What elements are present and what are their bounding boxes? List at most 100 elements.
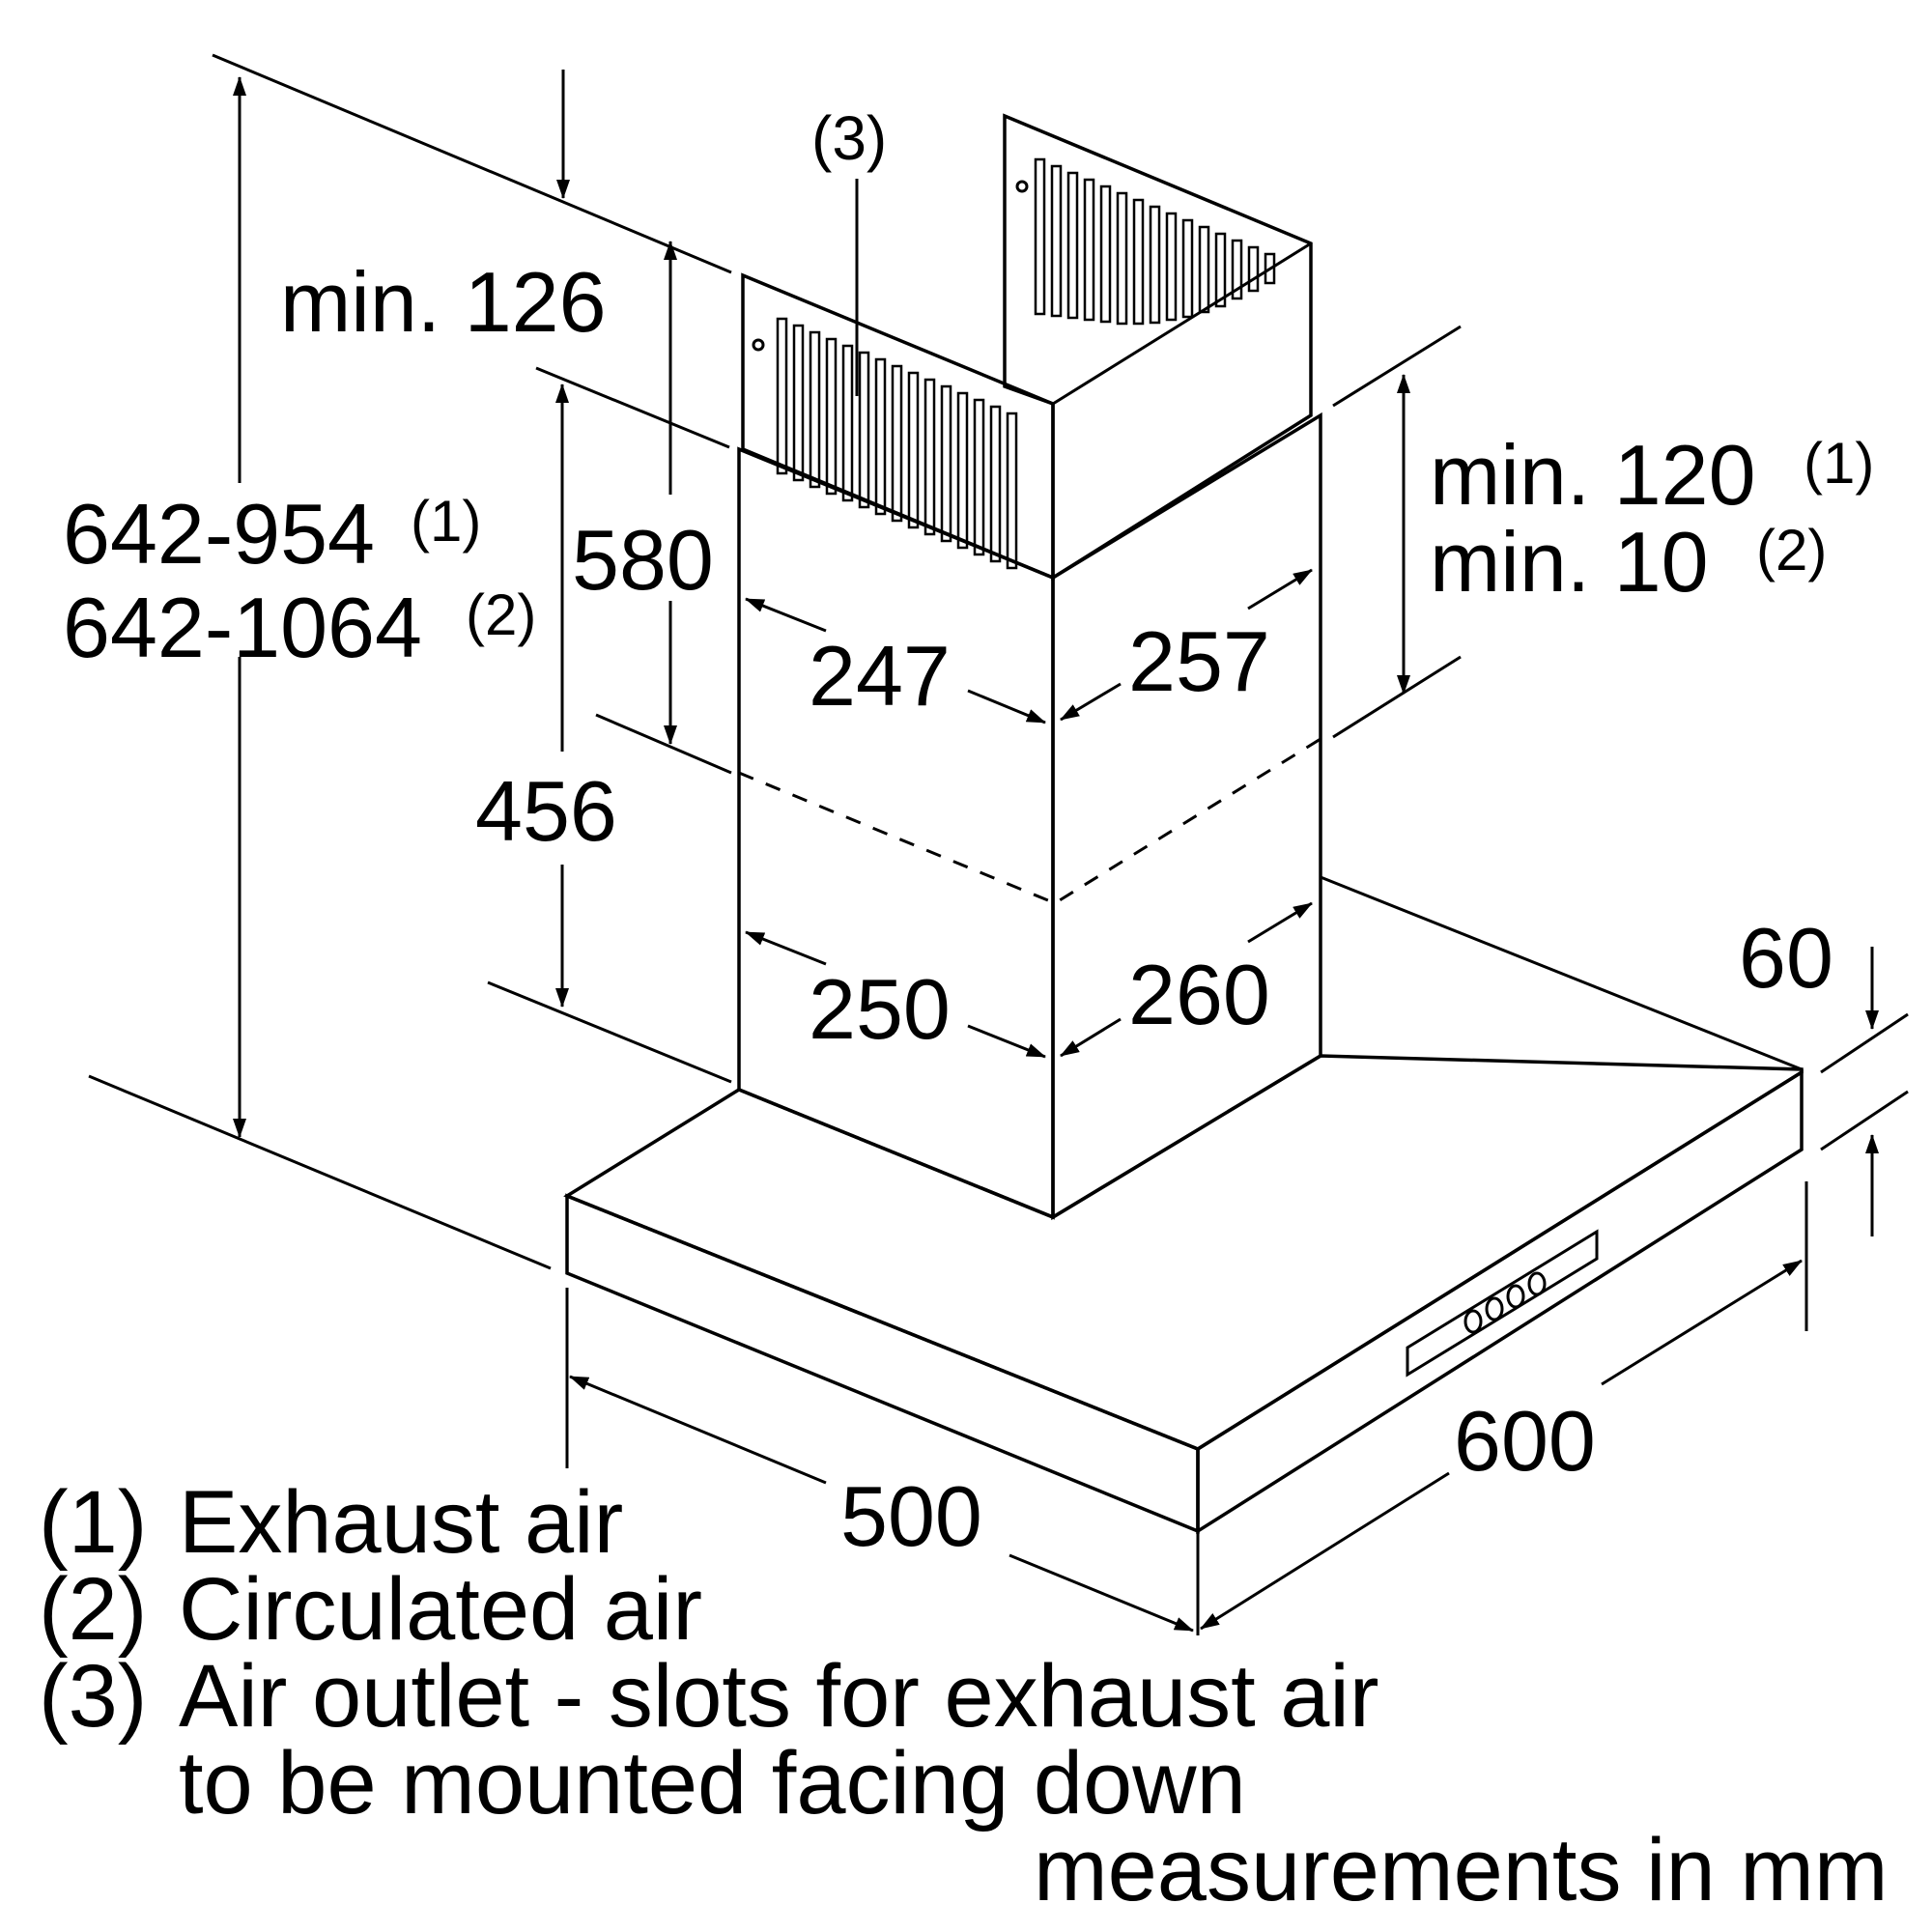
control-buttons: [1463, 1271, 1547, 1334]
label-60: 60: [1739, 910, 1833, 1006]
vent-slot: [1231, 239, 1243, 300]
vent-slot: [841, 344, 854, 502]
vent-slot: [923, 378, 936, 536]
vent-slot: [956, 391, 969, 550]
label-260: 260: [1128, 947, 1270, 1042]
legend-text-1: Exhaust air: [179, 1473, 623, 1572]
right-bottom-ext-line: [1332, 655, 1462, 739]
d250-arrow-right: [967, 1024, 1046, 1059]
vent-slot: [1264, 252, 1276, 285]
legend-text-3: Air outlet - slots for exhaust air: [179, 1647, 1379, 1746]
label-min-120: min. 120: [1430, 427, 1756, 523]
vent-slot: [1050, 164, 1063, 318]
control-button-3: [1506, 1284, 1525, 1309]
d500-arrow-right: [1009, 1553, 1194, 1633]
vent-slot: [1247, 245, 1260, 293]
upper-chimney-top-edge: [1052, 242, 1312, 406]
control-button-4: [1527, 1271, 1547, 1296]
label-247: 247: [809, 628, 951, 724]
vent-slot: [792, 324, 805, 482]
label-min-126: min. 126: [280, 254, 607, 350]
vent-slot: [825, 337, 838, 496]
control-panel: [1406, 1229, 1599, 1378]
label-total-height-2-note: (2): [466, 582, 536, 647]
label-total-height-2: 642-1064: [63, 580, 422, 675]
label-600: 600: [1454, 1393, 1596, 1489]
vent-slot: [989, 405, 1002, 563]
vent-slots-rear: [1015, 157, 1276, 326]
label-callout-3: (3): [811, 103, 887, 173]
label-min-10: min. 10: [1430, 514, 1709, 610]
control-button-2: [1485, 1296, 1504, 1321]
canopy-top-ext-line: [1820, 1012, 1909, 1074]
vent-slot: [858, 351, 870, 509]
vent-slot: [973, 398, 985, 556]
right-top-ext-line: [1332, 325, 1462, 408]
legend-text-3-continuation: to be mounted facing down: [179, 1734, 1246, 1833]
vent-slot: [776, 317, 788, 475]
screw-hole-front: [752, 338, 765, 352]
chimney-top-ext-line: [535, 366, 730, 449]
d260-arrow-left: [1060, 1017, 1122, 1058]
lower-chimney-side: [1051, 412, 1322, 1221]
base-line: [88, 1074, 552, 1270]
hood-body: [563, 113, 1804, 1535]
vent-slot: [1181, 218, 1194, 319]
canopy-side-face: [1196, 1068, 1804, 1535]
units-note: measurements in mm: [1034, 1821, 1888, 1919]
legend: (1) Exhaust air (2) Circulated air (3) A…: [39, 1473, 1888, 1919]
lower-chimney-front: [737, 446, 1055, 1220]
chimney-bottom-ext-line: [487, 980, 732, 1084]
vent-slot: [1034, 157, 1046, 316]
d260-arrow-right: [1247, 901, 1313, 944]
vent-slot: [1083, 178, 1095, 322]
d250-arrow-left: [745, 930, 827, 966]
legend-num-3: (3): [39, 1647, 147, 1746]
d257-arrow-right: [1247, 568, 1313, 611]
d247-arrow-right: [967, 689, 1046, 724]
vent-slot: [1149, 205, 1161, 325]
upper-chimney-right-panel: [1003, 113, 1313, 582]
vent-slot: [1099, 185, 1112, 324]
vent-slot: [809, 330, 821, 489]
legend-num-2: (2): [39, 1560, 147, 1659]
canopy-top-face: [563, 1054, 1804, 1451]
label-min-120-note: (1): [1804, 431, 1874, 496]
d600-arrow-right: [1601, 1259, 1803, 1386]
reference-lines: [88, 53, 1909, 1635]
dimension-labels: min. 126 642-954 (1) 642-1064 (2) 580 45…: [63, 103, 1874, 1564]
d247-arrow-left: [745, 597, 827, 633]
vent-slot: [1006, 412, 1018, 570]
label-total-height-1-note: (1): [411, 489, 481, 554]
label-total-height-1: 642-954: [63, 486, 375, 582]
vent-slot: [1165, 212, 1178, 322]
vent-slot: [1066, 171, 1079, 320]
vent-slot: [891, 364, 903, 523]
vent-slot: [1214, 232, 1227, 308]
legend-text-2: Circulated air: [179, 1560, 702, 1659]
vent-slot: [874, 357, 887, 516]
label-min-10-note: (2): [1756, 518, 1827, 582]
vent-slot: [940, 384, 952, 543]
vent-slot: [1132, 198, 1145, 326]
control-button-1: [1463, 1309, 1483, 1334]
label-456: 456: [475, 763, 617, 859]
canopy-bottom-ext-line: [1820, 1090, 1909, 1151]
label-257: 257: [1128, 613, 1270, 709]
telescope-overlap-dashed: [738, 737, 1321, 905]
legend-num-1: (1): [39, 1473, 147, 1572]
canopy-back-edge: [1320, 875, 1803, 1071]
vent-slot: [1116, 191, 1128, 326]
vent-slot: [907, 371, 920, 529]
d500-arrow-left: [569, 1375, 827, 1485]
vent-slot: [1198, 225, 1210, 314]
ceiling-line: [212, 53, 732, 274]
label-580: 580: [572, 512, 714, 608]
label-250: 250: [809, 961, 951, 1057]
vent-slots-front: [752, 317, 1018, 570]
screw-hole-rear: [1015, 180, 1029, 193]
d257-arrow-left: [1060, 682, 1122, 722]
d600-arrow-left: [1200, 1471, 1450, 1631]
label-500: 500: [840, 1468, 982, 1564]
